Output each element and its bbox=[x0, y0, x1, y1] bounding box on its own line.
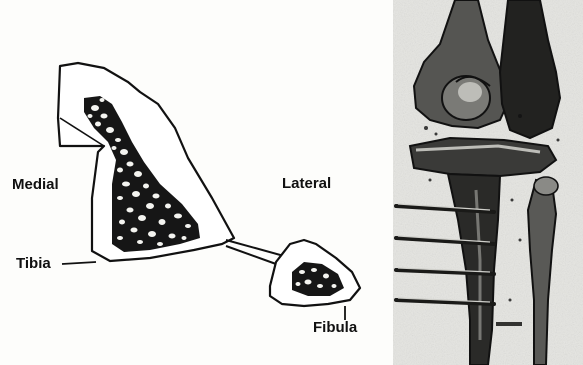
interosseous-membrane bbox=[226, 240, 284, 256]
tibia-leader bbox=[62, 262, 96, 264]
label-fibula: Fibula bbox=[313, 320, 357, 335]
label-lateral: Lateral bbox=[282, 176, 331, 191]
knee-illustration bbox=[393, 0, 583, 365]
label-tibia: Tibia bbox=[16, 256, 51, 271]
label-medial: Medial bbox=[12, 177, 59, 192]
